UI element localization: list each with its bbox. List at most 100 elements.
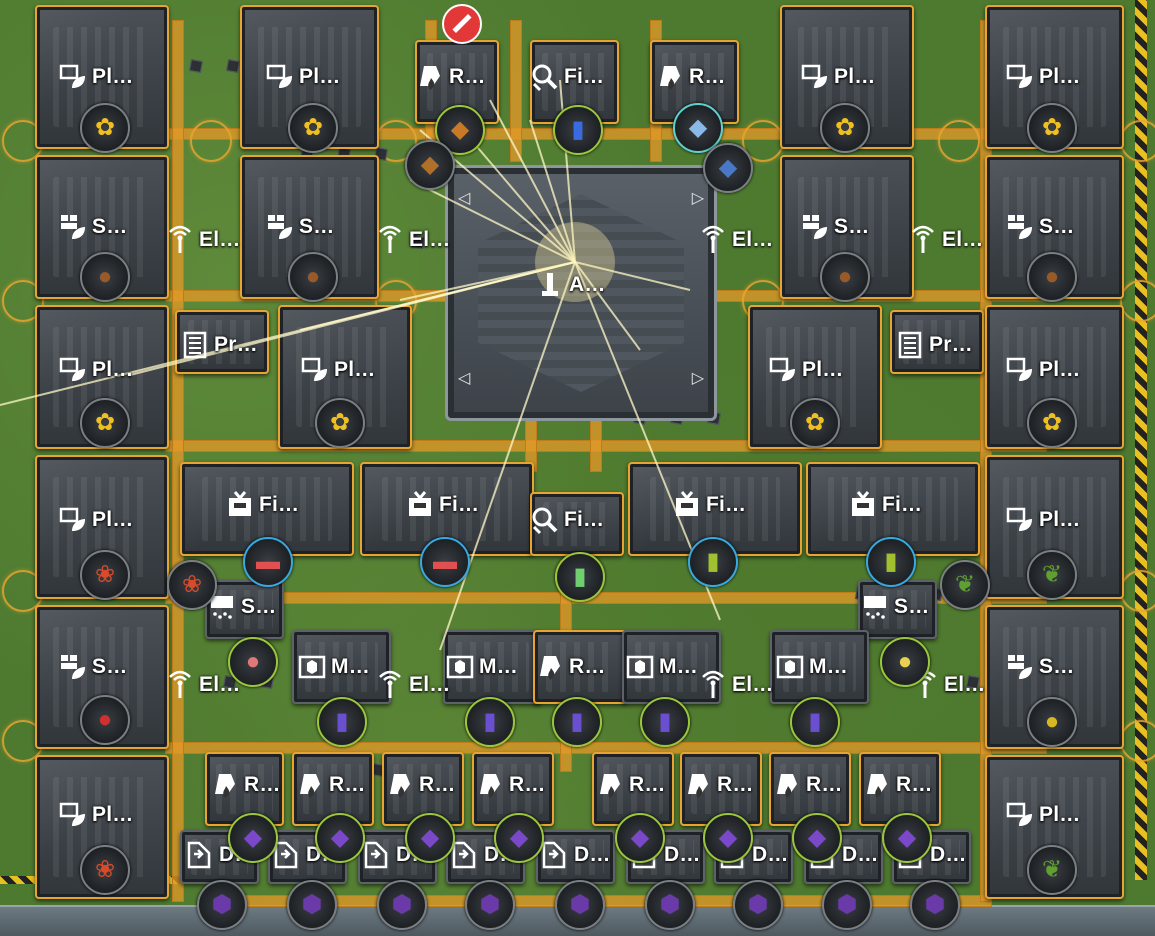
- red-capsule-item[interactable]: ▬: [420, 537, 470, 587]
- green-bottle-icon: ▮: [573, 563, 587, 590]
- purple-crystal-item[interactable]: ◆: [792, 813, 842, 863]
- purple-ore-item[interactable]: ⬢: [822, 880, 872, 930]
- red-berry-bush-item[interactable]: ❀: [167, 560, 217, 610]
- purple-ore-item[interactable]: ⬢: [287, 880, 337, 930]
- shredding-building[interactable]: [205, 580, 284, 639]
- purple-ore-item[interactable]: ⬢: [555, 880, 605, 930]
- amber-crystal-icon: ◆: [450, 116, 470, 143]
- purple-crystal-item[interactable]: ◆: [703, 813, 753, 863]
- yellow-flower-item[interactable]: ✿: [1027, 103, 1077, 153]
- yellow-flower-item[interactable]: ✿: [820, 103, 870, 153]
- core-platform: [478, 194, 684, 392]
- purple-crystal-item[interactable]: ◆: [882, 813, 932, 863]
- green-herb-item[interactable]: ❦: [1027, 550, 1077, 600]
- yellow-flower-item[interactable]: ✿: [80, 398, 130, 448]
- purple-crystal-item[interactable]: ◆: [494, 813, 544, 863]
- seed-pouch-icon: ●: [97, 263, 113, 290]
- purple-bottle-item[interactable]: ▮: [790, 697, 840, 747]
- moulding-building[interactable]: [443, 630, 542, 704]
- purple-ore-icon: ⬢: [211, 891, 233, 918]
- fitting-building[interactable]: [180, 462, 354, 556]
- red-berry-bush-item[interactable]: ❀: [80, 550, 130, 600]
- red-seed-icon: ●: [97, 706, 113, 733]
- conveyor-belt[interactable]: [510, 20, 522, 162]
- golden-seed-item[interactable]: ●: [1027, 697, 1077, 747]
- red-seed-item[interactable]: ●: [80, 695, 130, 745]
- core-arrow-icon: ◁: [458, 190, 471, 207]
- purple-bottle-icon: ▮: [483, 708, 497, 735]
- shredding-building[interactable]: [858, 580, 937, 639]
- connector-node[interactable]: [1120, 120, 1155, 162]
- purple-ore-item[interactable]: ⬢: [645, 880, 695, 930]
- item-on-belt: [966, 675, 980, 689]
- seed-pouch-item[interactable]: ●: [820, 252, 870, 302]
- seed-pouch-item[interactable]: ●: [80, 252, 130, 302]
- yellow-flower-item[interactable]: ✿: [288, 103, 338, 153]
- refining-building[interactable]: [415, 40, 499, 124]
- building-name: El…: [732, 673, 774, 696]
- connector-node[interactable]: [190, 120, 232, 162]
- blue-crystal-item[interactable]: ◆: [673, 103, 723, 153]
- refining-building[interactable]: [533, 630, 627, 704]
- purple-crystal-item[interactable]: ◆: [315, 813, 365, 863]
- conveyor-belt[interactable]: [172, 20, 184, 902]
- purple-bottle-item[interactable]: ▮: [552, 697, 602, 747]
- red-berry-bush-icon: ❀: [181, 571, 203, 598]
- purple-crystal-item[interactable]: ◆: [405, 813, 455, 863]
- seed-pouch-item[interactable]: ●: [1027, 252, 1077, 302]
- purple-ore-item[interactable]: ⬢: [197, 880, 247, 930]
- green-can-item[interactable]: ▮: [866, 537, 916, 587]
- core-building[interactable]: ◁ ◁ ▷ ▷: [445, 165, 717, 421]
- purple-ore-item[interactable]: ⬢: [733, 880, 783, 930]
- purple-crystal-item[interactable]: ◆: [615, 813, 665, 863]
- moulding-building[interactable]: [292, 630, 391, 704]
- yellow-powder-icon: ●: [897, 648, 913, 675]
- yellow-flower-item[interactable]: ✿: [790, 398, 840, 448]
- amber-crystal-item[interactable]: ◆: [405, 140, 455, 190]
- purple-crystal-icon: ◆: [330, 824, 350, 851]
- purple-ore-item[interactable]: ⬢: [910, 880, 960, 930]
- moulding-building[interactable]: [770, 630, 869, 704]
- purple-crystal-item[interactable]: ◆: [228, 813, 278, 863]
- green-herb-item[interactable]: ❦: [1027, 845, 1077, 895]
- planting-building[interactable]: [748, 305, 882, 449]
- protocol-stash-building[interactable]: [175, 310, 269, 374]
- filling-building[interactable]: [530, 492, 624, 556]
- core-arrow-icon: ▷: [691, 190, 704, 207]
- green-can-item[interactable]: ▮: [688, 537, 738, 587]
- green-bottle-item[interactable]: ▮: [555, 552, 605, 602]
- seed-pouch-item[interactable]: ●: [288, 252, 338, 302]
- connector-node[interactable]: [938, 120, 980, 162]
- depot-unloader-building[interactable]: [536, 830, 615, 884]
- core-arrow-icon: ▷: [691, 370, 704, 387]
- purple-bottle-item[interactable]: ▮: [640, 697, 690, 747]
- building-name: El…: [199, 228, 241, 251]
- moulding-building[interactable]: [622, 630, 721, 704]
- purple-crystal-icon: ◆: [807, 824, 827, 851]
- yellow-flower-item[interactable]: ✿: [315, 398, 365, 448]
- building-name: El…: [942, 228, 984, 251]
- blue-bottle-item[interactable]: ▮: [553, 105, 603, 155]
- yellow-flower-item[interactable]: ✿: [80, 103, 130, 153]
- purple-bottle-item[interactable]: ▮: [465, 697, 515, 747]
- yellow-flower-item[interactable]: ✿: [1027, 398, 1077, 448]
- red-capsule-item[interactable]: ▬: [243, 537, 293, 587]
- purple-ore-item[interactable]: ⬢: [377, 880, 427, 930]
- green-herb-item[interactable]: ❦: [940, 560, 990, 610]
- blue-bottle-icon: ▮: [571, 116, 585, 143]
- pink-powder-item[interactable]: ●: [228, 637, 278, 687]
- purple-ore-item[interactable]: ⬢: [465, 880, 515, 930]
- connector-node[interactable]: [1120, 280, 1155, 322]
- planting-building[interactable]: [35, 755, 169, 899]
- blue-crystal-item[interactable]: ◆: [703, 143, 753, 193]
- purple-bottle-item[interactable]: ▮: [317, 697, 367, 747]
- red-berry-bush-item[interactable]: ❀: [80, 845, 130, 895]
- protocol-stash-building[interactable]: [890, 310, 984, 374]
- yellow-powder-item[interactable]: ●: [880, 637, 930, 687]
- seed-pouch-icon: ●: [837, 263, 853, 290]
- forbidden-icon[interactable]: [442, 4, 482, 44]
- connector-node[interactable]: [1120, 570, 1155, 612]
- electric-pylon-icon: [379, 225, 401, 253]
- connector-node[interactable]: [1120, 720, 1155, 762]
